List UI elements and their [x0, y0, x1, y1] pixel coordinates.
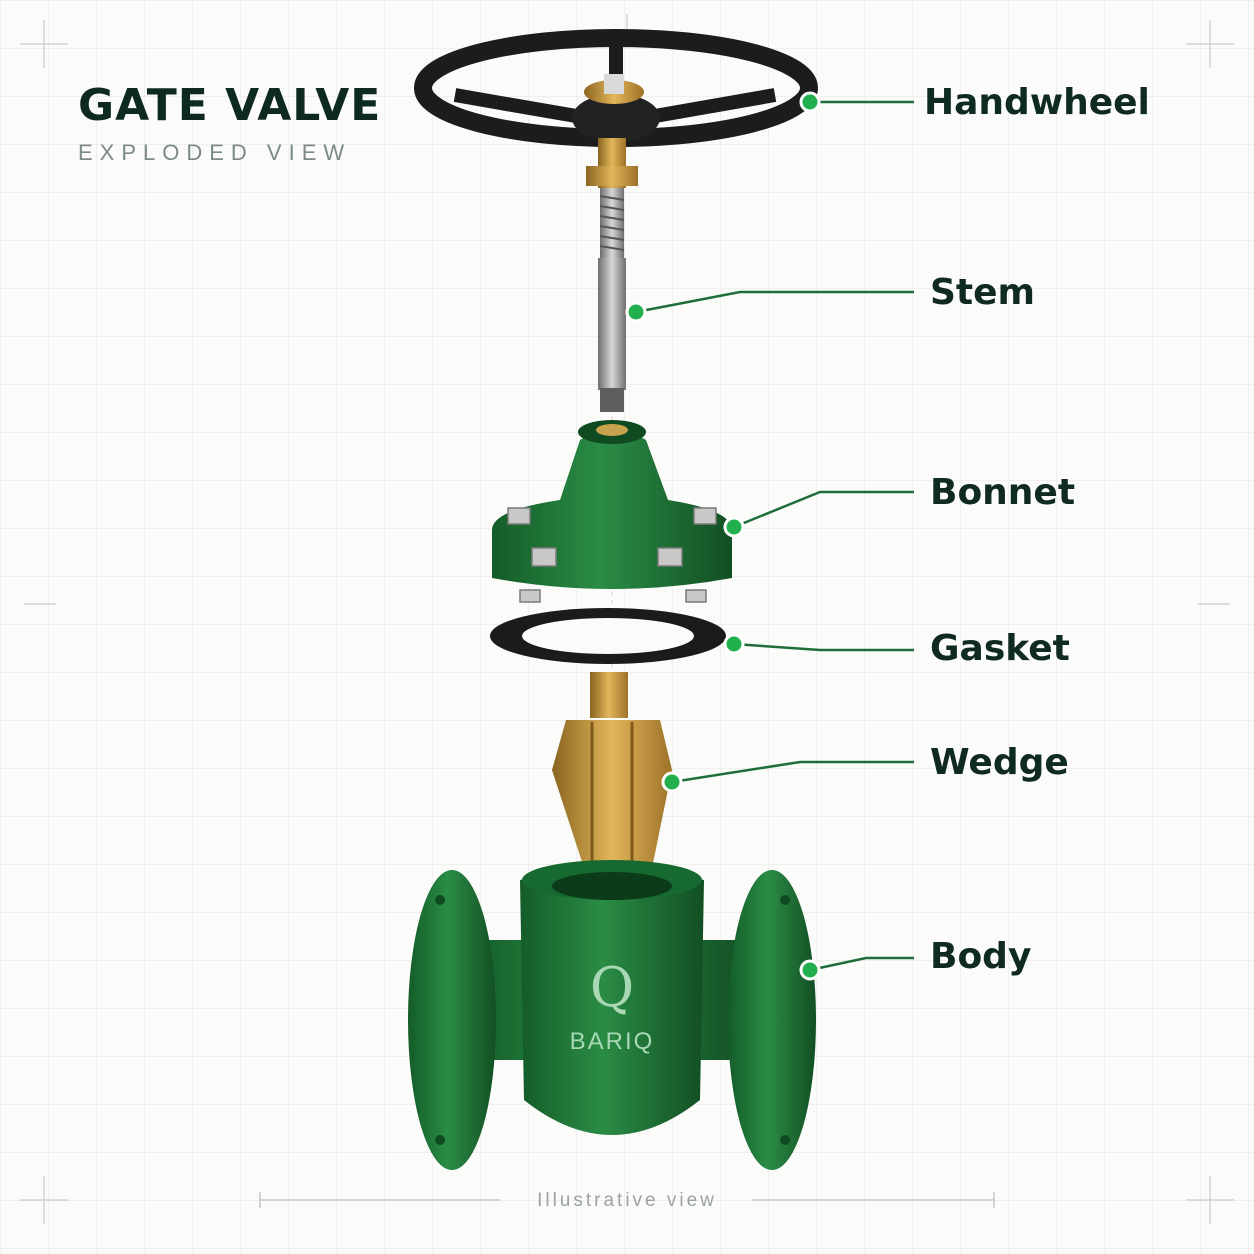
label-bonnet: Bonnet	[930, 472, 1076, 513]
leader-body	[809, 956, 914, 972]
page-subtitle: EXPLODED VIEW	[78, 140, 352, 165]
label-body: Body	[930, 936, 1032, 977]
label-wedge: Wedge	[930, 742, 1069, 783]
stem-graphic	[586, 138, 638, 412]
corner-marks	[20, 14, 1234, 1224]
page-title: GATE VALVE	[78, 80, 382, 131]
dot-gasket	[723, 633, 745, 655]
dot-stem	[625, 301, 647, 323]
label-stem: Stem	[930, 272, 1036, 313]
label-handwheel: Handwheel	[924, 82, 1150, 123]
wedge-graphic	[552, 672, 672, 868]
dot-bonnet	[723, 516, 745, 538]
gasket-graphic	[490, 608, 726, 664]
body-graphic	[408, 860, 816, 1170]
brand-logo-letter: Q	[589, 956, 635, 1019]
dot-wedge	[661, 771, 683, 793]
label-gasket: Gasket	[930, 628, 1070, 669]
brand-name: BARIQ	[569, 1028, 655, 1055]
dot-handwheel	[799, 91, 821, 113]
dot-body	[799, 959, 821, 981]
leader-bonnet	[733, 490, 914, 529]
leader-stem	[635, 290, 914, 314]
bonnet-graphic	[492, 420, 732, 603]
leader-wedge	[671, 760, 914, 784]
footer-caption: Illustrative view	[537, 1190, 717, 1211]
leader-gasket	[733, 642, 914, 652]
brand-logo: Q BARIQ	[560, 960, 664, 1056]
